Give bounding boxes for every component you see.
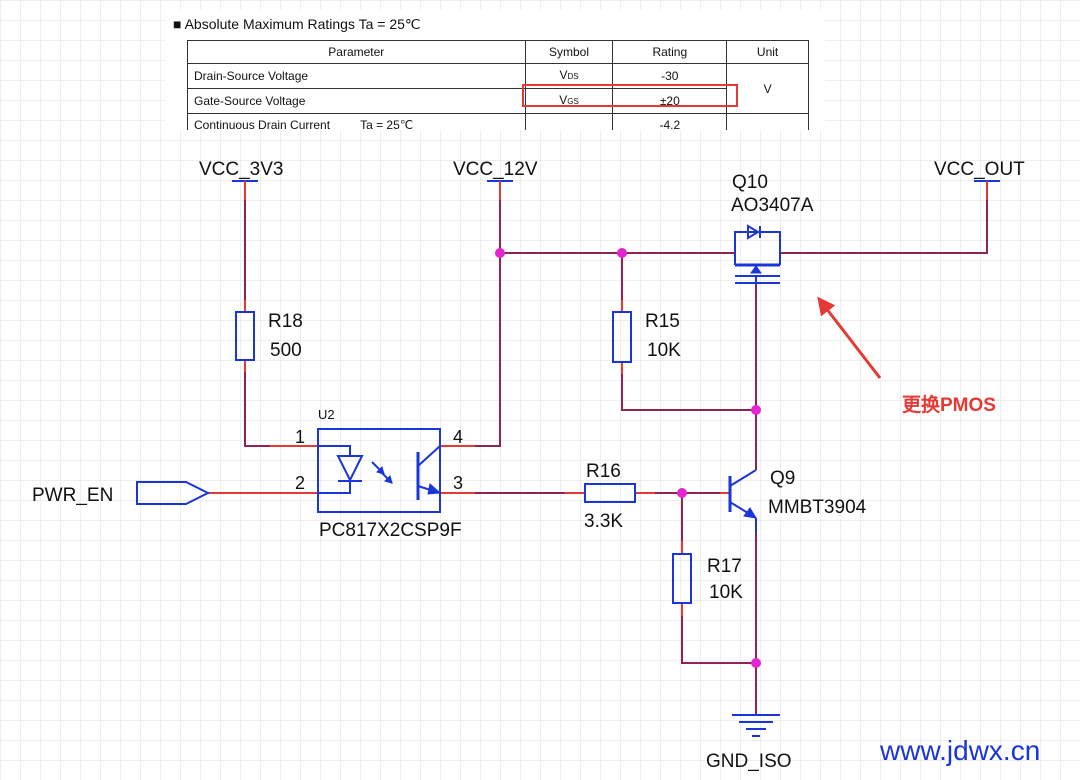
- vcc-out-power-symbol: VCC_OUT: [934, 159, 1025, 200]
- r18-ref: R18: [268, 311, 303, 332]
- parameter-name: Continuous Drain Current: [194, 118, 331, 130]
- wires: [244, 200, 988, 715]
- cell-unit-empty: [726, 113, 809, 130]
- symbol-main: V: [559, 68, 568, 82]
- pwr-en-label: PWR_EN: [32, 485, 113, 506]
- resistor-r18: R18 500: [235, 311, 303, 361]
- annotation-arrow: 更换PMOS: [817, 296, 996, 416]
- u2-pin-3: 3: [453, 473, 463, 493]
- r17-ref: R17: [707, 556, 742, 577]
- u2-pin-2: 2: [295, 473, 305, 493]
- cell-symbol: [524, 113, 614, 130]
- optocoupler-u2: U2 PC817X2CSP9F 1 2 3 4: [295, 407, 463, 541]
- symbol-subscript: DS: [567, 72, 579, 81]
- mosfet-q10: Q10 AO3407A: [731, 172, 814, 284]
- junction-dot: [677, 488, 687, 498]
- r16-ref: R16: [586, 461, 621, 482]
- transistor-q9: Q9 MMBT3904: [728, 468, 867, 533]
- r17-value: 10K: [709, 582, 743, 603]
- symbol-subscript: GS: [567, 97, 579, 106]
- r16-value: 3.3K: [584, 511, 623, 532]
- resistor-r17: R17 10K: [672, 553, 743, 604]
- header-symbol: Symbol: [524, 40, 614, 64]
- junction-dot: [751, 405, 761, 415]
- resistor-r15: R15 10K: [612, 311, 681, 363]
- u2-pin-1: 1: [295, 427, 305, 447]
- r15-ref: R15: [645, 311, 680, 332]
- cell-unit: V: [726, 63, 809, 114]
- u2-part: PC817X2CSP9F: [319, 520, 462, 541]
- junction-dot: [617, 248, 627, 258]
- q10-part: AO3407A: [731, 195, 814, 216]
- cell-parameter: Continuous Drain Current Ta = 25℃: [187, 113, 526, 130]
- q10-ref: Q10: [732, 172, 768, 193]
- q9-part: MMBT3904: [768, 497, 867, 518]
- r18-value: 500: [270, 340, 302, 361]
- ground-symbol: GND_ISO: [706, 714, 792, 772]
- ratings-title: ■ Absolute Maximum Ratings Ta = 25℃: [173, 16, 421, 32]
- u2-ref: U2: [318, 407, 335, 422]
- header-unit: Unit: [726, 40, 809, 64]
- vcc-12v-label: VCC_12V: [453, 159, 538, 180]
- cell-rating: ±20: [612, 88, 728, 114]
- vcc-12v-power-symbol: VCC_12V: [453, 159, 538, 200]
- junction-dots: [495, 248, 761, 668]
- junction-dot: [751, 658, 761, 668]
- u2-pin-4: 4: [453, 427, 463, 447]
- cell-symbol: VGS: [524, 88, 614, 114]
- pin-stubs: [208, 300, 730, 616]
- junction-dot: [495, 248, 505, 258]
- parameter-condition: Ta = 25℃: [360, 118, 414, 130]
- r15-value: 10K: [647, 340, 681, 361]
- watermark: www.jdwx.cn: [879, 735, 1040, 766]
- q9-ref: Q9: [770, 468, 795, 489]
- symbol-main: V: [559, 93, 568, 107]
- vcc-out-label: VCC_OUT: [934, 159, 1025, 180]
- resistor-r16: R16 3.3K: [584, 461, 636, 532]
- pwr-en-input-port: PWR_EN: [32, 481, 211, 506]
- vcc-3v3-label: VCC_3V3: [199, 159, 284, 180]
- annotation-text: 更换PMOS: [902, 393, 996, 416]
- table-row: Continuous Drain Current Ta = 25℃ -4.2: [187, 113, 809, 130]
- vcc-3v3-power-symbol: VCC_3V3: [199, 159, 284, 200]
- cell-rating: -4.2: [612, 113, 728, 130]
- cell-parameter: Gate-Source Voltage: [187, 88, 526, 114]
- table-row: Gate-Source Voltage VGS ±20: [187, 88, 809, 114]
- gnd-label: GND_ISO: [706, 751, 792, 772]
